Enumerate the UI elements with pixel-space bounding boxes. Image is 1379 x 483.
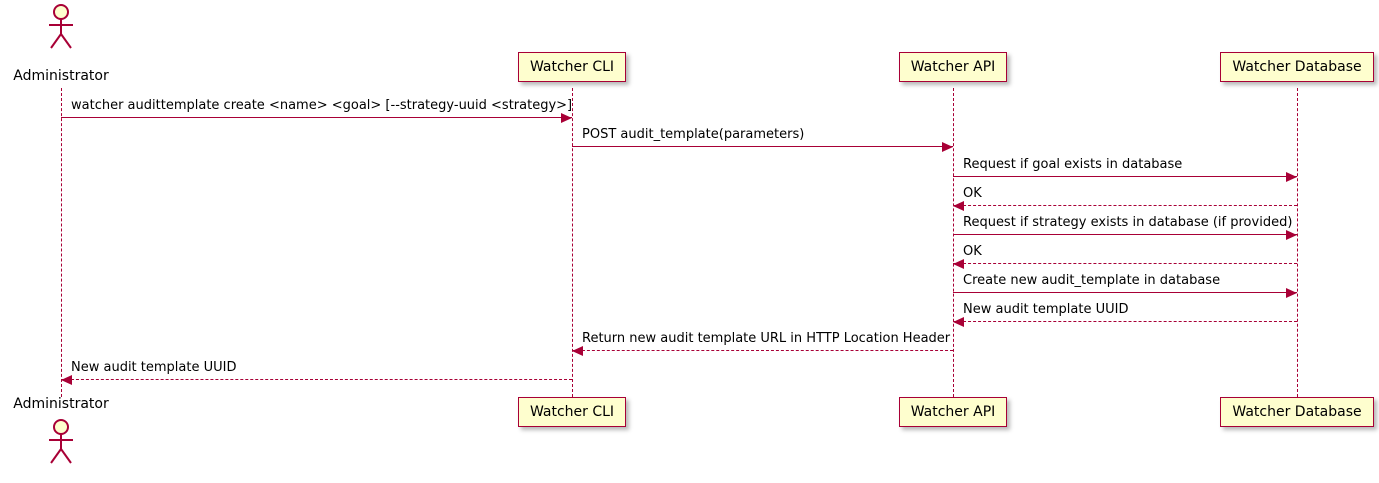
participant-box-watcher-database-bottom[interactable]: Watcher Database	[1220, 397, 1374, 427]
message-line-1	[61, 117, 572, 118]
participant-box-watcher-api-bottom[interactable]: Watcher API	[898, 397, 1008, 427]
arrow-head-right-3	[1286, 172, 1297, 182]
message-label-2: POST audit_template(parameters)	[582, 127, 805, 142]
arrow-head-right-7	[1286, 288, 1297, 298]
arrow-head-left-10	[61, 375, 72, 385]
actor-figure-administrator-bottom	[39, 417, 83, 469]
arrow-head-left-6	[953, 259, 964, 269]
arrow-head-left-8	[953, 317, 964, 327]
message-label-3: Request if goal exists in database	[963, 157, 1183, 172]
message-label-7: Create new audit_template in database	[963, 273, 1221, 288]
arrow-head-left-4	[953, 201, 964, 211]
message-line-5	[953, 234, 1297, 235]
message-line-3	[953, 176, 1297, 177]
participant-box-watcher-cli-top[interactable]: Watcher CLI	[517, 52, 627, 82]
actor-figure-administrator-top	[39, 2, 83, 54]
message-label-8: New audit template UUID	[963, 302, 1129, 317]
lifeline-watcher-database	[1297, 88, 1298, 397]
message-label-9: Return new audit template URL in HTTP Lo…	[582, 331, 951, 346]
lifeline-administrator	[61, 88, 62, 397]
participant-box-watcher-database-top[interactable]: Watcher Database	[1220, 52, 1374, 82]
message-line-6	[953, 263, 1297, 264]
lifeline-watcher-cli	[572, 88, 573, 397]
lifeline-watcher-api	[953, 88, 954, 397]
participant-box-watcher-cli-bottom[interactable]: Watcher CLI	[517, 397, 627, 427]
participant-box-watcher-api-top[interactable]: Watcher API	[898, 52, 1008, 82]
message-line-2	[572, 146, 953, 147]
message-label-6: OK	[963, 244, 982, 259]
message-label-4: OK	[963, 186, 982, 201]
message-line-8	[953, 321, 1297, 322]
message-label-5: Request if strategy exists in database (…	[963, 215, 1293, 230]
message-label-10: New audit template UUID	[71, 360, 237, 375]
participant-label-administrator-bottom: Administrator	[13, 396, 109, 412]
arrow-head-left-9	[572, 346, 583, 356]
message-line-4	[953, 205, 1297, 206]
message-line-10	[61, 379, 572, 380]
message-label-1: watcher audittemplate create <name> <goa…	[71, 98, 573, 113]
arrow-head-right-2	[942, 142, 953, 152]
message-line-7	[953, 292, 1297, 293]
arrow-head-right-5	[1286, 230, 1297, 240]
message-line-9	[572, 350, 953, 351]
arrow-head-right-1	[561, 113, 572, 123]
participant-label-administrator-top: Administrator	[13, 68, 109, 84]
